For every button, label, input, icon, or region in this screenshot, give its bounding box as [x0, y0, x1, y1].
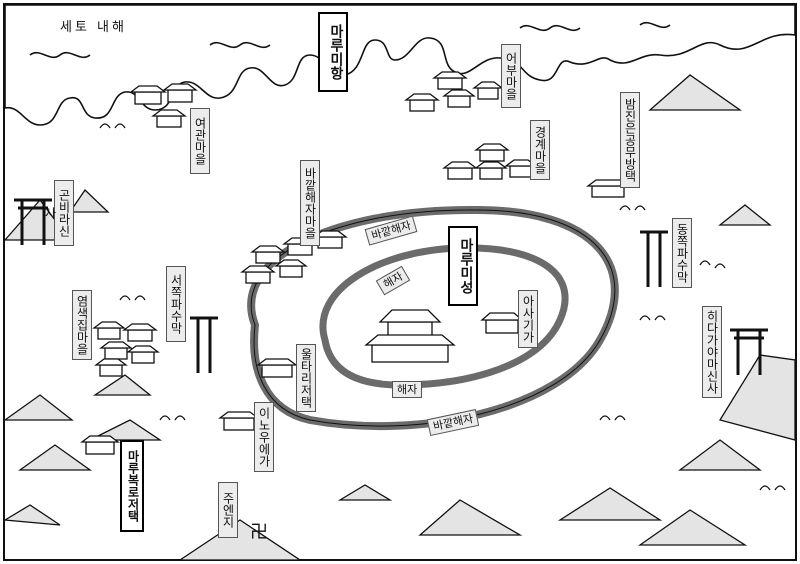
label-fence-residence: 울타리저택 [296, 344, 316, 412]
houses [80, 71, 630, 455]
label-inoue-house: 이노우에가 [254, 402, 274, 472]
castle-keep [364, 309, 456, 363]
moat-label-inner-bottom: 해자 [392, 381, 423, 398]
label-eobu-village: 어부마을 [501, 44, 521, 108]
label-bayanghaeja-village: 바깥해자마을 [300, 160, 320, 246]
label-west-guardhouse: 서쪽파수막 [166, 266, 186, 342]
inner-moat [319, 244, 569, 389]
torii-gates [14, 198, 768, 375]
label-maruboro-residence: 마루복로저택 [120, 440, 144, 532]
label-hida-shrine: 히다가야마신사 [702, 306, 722, 398]
sea-label: 세토 내해 [60, 20, 127, 35]
label-asagi-house: 아사기가 [518, 290, 538, 348]
sea-area [4, 4, 796, 126]
svg-text:卍: 卍 [250, 522, 268, 543]
castle-title: 마루미성 [448, 226, 478, 306]
mountains [2, 74, 796, 561]
label-east-guardhouse: 동쪽파수막 [672, 218, 692, 288]
grass-marks [99, 123, 786, 491]
label-bamjin-residence: 밤진은공무방택 [620, 92, 640, 188]
label-gonbira-shrine: 곤비라신사 [43, 180, 74, 246]
label-yeogwan-village: 여관마을 [190, 108, 210, 174]
label-dyehouse-village: 염색집마을 [72, 290, 92, 360]
label-gyeonggye-village: 경계마을 [530, 120, 550, 180]
label-juenji-temple: 주엔지 [218, 482, 238, 538]
port-title: 마루미항 [318, 12, 348, 92]
